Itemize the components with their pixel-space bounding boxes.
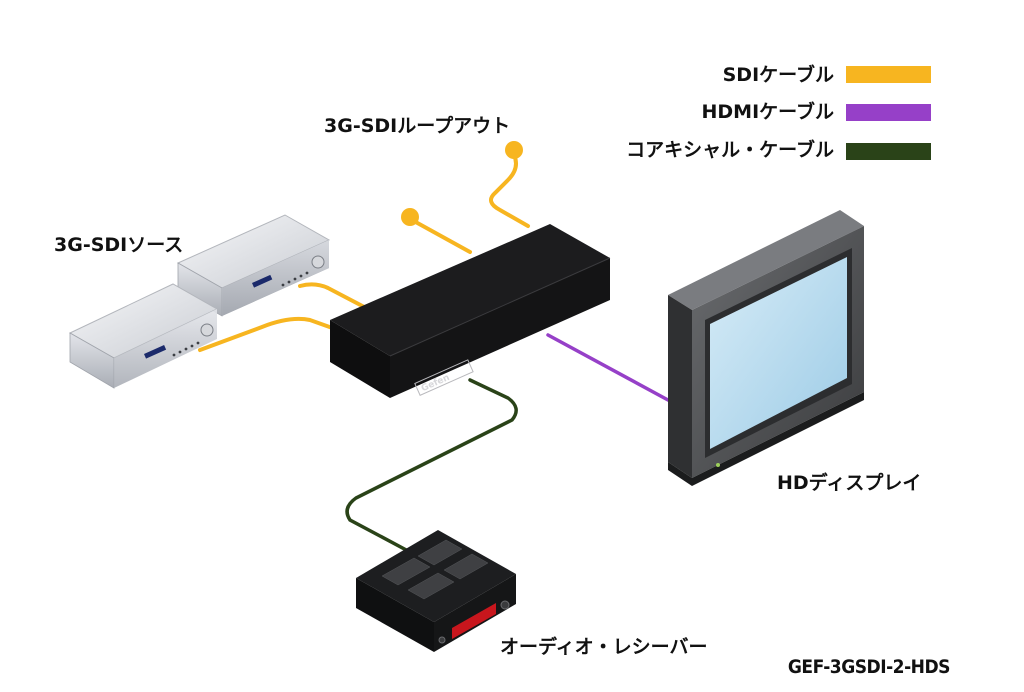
sdi-cable-source-2 bbox=[198, 316, 340, 352]
legend-label-hdmi: HDMIケーブル bbox=[701, 101, 834, 123]
model-number: GEF-3GSDI-2-HDS bbox=[787, 656, 951, 678]
legend-swatch-hdmi bbox=[846, 104, 931, 121]
hd-display bbox=[668, 210, 864, 486]
legend-label-sdi: SDIケーブル bbox=[722, 64, 834, 86]
sdi-loop-out-connector-2 bbox=[401, 208, 419, 226]
receiver-label: オーディオ・レシーバー bbox=[500, 636, 708, 658]
legend-swatch-coax bbox=[846, 143, 931, 160]
sdi-cable-loop-out-2 bbox=[410, 218, 472, 254]
source-label: 3G-SDIソース bbox=[54, 234, 184, 256]
hdmi-cable bbox=[546, 333, 670, 402]
sdi-source-device-1 bbox=[176, 214, 331, 317]
display-label: HDディスプレイ bbox=[777, 472, 922, 494]
legend-swatch-sdi bbox=[846, 66, 931, 83]
legend-label-coax: コアキシャル・ケーブル bbox=[626, 139, 834, 161]
coax-cable bbox=[345, 378, 518, 554]
loop-out-label: 3G-SDIループアウト bbox=[324, 115, 511, 137]
sdi-loop-out-connector-1 bbox=[505, 141, 523, 159]
sdi-cable-loop-out-1 bbox=[489, 153, 530, 228]
gefen-switcher: Gefen bbox=[330, 224, 611, 398]
sdi-source-device-2 bbox=[68, 283, 219, 389]
audio-receiver bbox=[356, 530, 516, 652]
sdi-cable-source-1 bbox=[298, 282, 372, 312]
